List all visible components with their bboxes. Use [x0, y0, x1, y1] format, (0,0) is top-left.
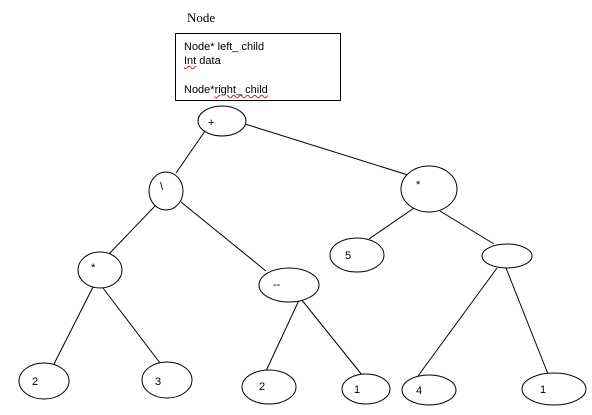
node-struct-box: Node* left_ child Int data Node*right_ c… [175, 33, 341, 101]
node-ellipse [341, 373, 391, 405]
data-field-name: data [196, 55, 221, 67]
tree-node-four: 4 [401, 374, 457, 406]
edge-plus-to-backslash [175, 130, 206, 174]
tree-node-plus: + [197, 105, 247, 137]
tree-node-minus: -- [258, 267, 320, 303]
node-ellipse [148, 171, 184, 211]
data-field: Int data [184, 55, 221, 67]
node-label: -- [273, 279, 281, 291]
node-ellipse [18, 362, 70, 400]
node-label: * [91, 262, 96, 274]
node-ellipse [258, 267, 320, 303]
node-label: + [208, 117, 214, 129]
node-label: 2 [32, 376, 38, 388]
node-label: 5 [345, 250, 351, 262]
right-child-prefix: Node* [184, 84, 215, 96]
left-child-field: Node* left_ child [184, 41, 265, 53]
node-ellipse [481, 243, 533, 269]
tree-node-star-right: * [400, 165, 458, 213]
struct-title: Node [187, 10, 216, 25]
tree-node-three: 3 [141, 361, 193, 399]
edge-blank-to-four [417, 267, 498, 377]
tree-node-two-b: 2 [241, 369, 297, 405]
node-label: 4 [416, 385, 422, 397]
node-ellipse [329, 237, 385, 273]
edge-minus-to-two-b [265, 297, 301, 372]
node-ellipse [401, 374, 457, 406]
edge-blank-to-one-b [505, 267, 549, 375]
tree-node-blank [481, 243, 533, 269]
node-label: 1 [354, 384, 360, 396]
edge-star-left-to-two-a [53, 286, 94, 365]
node-label: 1 [540, 384, 546, 396]
tree-node-one-a: 1 [341, 373, 391, 405]
tree-node-five: 5 [329, 237, 385, 273]
tree-node-two-a: 2 [18, 362, 70, 400]
tree-node-star-left: * [77, 251, 123, 289]
node-label: * [416, 179, 421, 191]
edge-backslash-to-star-left [107, 205, 156, 256]
node-ellipse [141, 361, 193, 399]
edge-star-right-to-five [368, 207, 415, 240]
edge-backslash-to-minus [180, 201, 267, 272]
edge-plus-to-star-right [244, 123, 409, 176]
node-label: 3 [155, 376, 161, 388]
edge-star-right-to-blank [439, 210, 495, 245]
tree-node-backslash: \ [148, 171, 184, 211]
edge-star-left-to-three [102, 287, 161, 364]
edge-minus-to-one-a [300, 298, 363, 376]
right-child-field: Node*right_ child [184, 84, 268, 96]
data-field-type: Int [184, 55, 197, 67]
right-child-name: right_ child [214, 84, 268, 96]
node-ellipse [521, 372, 587, 406]
node-ellipse [400, 165, 458, 213]
node-ellipse [241, 369, 297, 405]
node-ellipse [77, 251, 123, 289]
node-label: 2 [259, 381, 265, 393]
node-label: \ [160, 181, 164, 193]
tree-node-one-b: 1 [521, 372, 587, 406]
node-ellipse [197, 105, 247, 137]
